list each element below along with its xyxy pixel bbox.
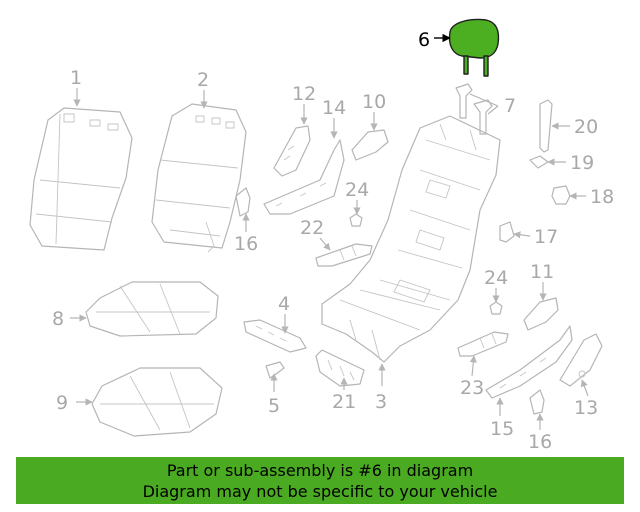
callout-7: 7 <box>504 95 516 117</box>
callout-15: 15 <box>490 418 514 440</box>
part-18-connector <box>551 185 571 205</box>
part-20-rod <box>539 99 553 153</box>
part-9-cushion-pad <box>91 367 223 437</box>
callout-6: 6 <box>418 29 430 51</box>
banner-line-1: Part or sub-assembly is #6 in diagram <box>166 460 474 480</box>
callout-3: 3 <box>375 391 387 413</box>
part-2-seatback-pad <box>151 103 247 253</box>
callout-18: 18 <box>590 186 614 208</box>
callout-22: 22 <box>300 217 324 239</box>
part-14-side-bracket <box>263 139 345 215</box>
part-22-bracket <box>315 243 373 267</box>
callout-11: 11 <box>530 261 554 283</box>
info-banner: Part or sub-assembly is #6 in diagram Di… <box>16 457 624 504</box>
part-23-bracket <box>457 331 509 357</box>
part-24-clip-left <box>349 213 363 227</box>
part-12-trim <box>273 125 311 177</box>
parts-diagram: 1 2 3 4 5 6 7 8 9 10 11 12 13 14 15 16 1… <box>29 18 614 453</box>
callout-8: 8 <box>52 308 64 330</box>
callout-20: 20 <box>574 116 598 138</box>
callout-13: 13 <box>574 397 598 419</box>
callout-24-right: 24 <box>484 267 508 289</box>
part-8-cushion-cover <box>85 281 219 337</box>
part-24-clip-right <box>489 301 503 315</box>
callout-10: 10 <box>362 91 386 113</box>
part-17-clip <box>499 221 515 243</box>
callout-21: 21 <box>332 391 356 413</box>
callout-16-left: 16 <box>234 233 258 255</box>
part-16-panel-left <box>235 187 251 217</box>
callout-24-left: 24 <box>345 179 369 201</box>
part-3-seat-frame <box>321 115 501 363</box>
callout-17: 17 <box>534 226 558 248</box>
callout-19: 19 <box>570 152 594 174</box>
part-16-panel-right <box>529 389 545 415</box>
part-15-rail <box>485 325 573 399</box>
part-11-bracket <box>523 297 559 331</box>
callout-12: 12 <box>292 83 316 105</box>
callout-16-right: 16 <box>528 431 552 453</box>
part-19-clip <box>529 155 549 169</box>
callout-2: 2 <box>197 69 209 91</box>
part-10-bracket <box>351 129 389 161</box>
callout-4: 4 <box>278 293 290 315</box>
part-7-headrest-guides <box>455 83 493 135</box>
callout-14: 14 <box>322 97 346 119</box>
callout-5: 5 <box>268 395 280 417</box>
callout-23: 23 <box>460 377 484 399</box>
part-1-seatback-cover <box>29 107 133 251</box>
callout-1: 1 <box>70 67 82 89</box>
banner-line-2: Diagram may not be specific to your vehi… <box>142 481 498 501</box>
part-21-lower-trim <box>315 349 365 387</box>
part-4-rail-bracket <box>243 319 307 353</box>
part-13-outer-trim <box>559 333 603 387</box>
part-6-headrest <box>448 18 500 77</box>
part-5-clip <box>265 361 285 379</box>
callout-9: 9 <box>56 392 68 414</box>
